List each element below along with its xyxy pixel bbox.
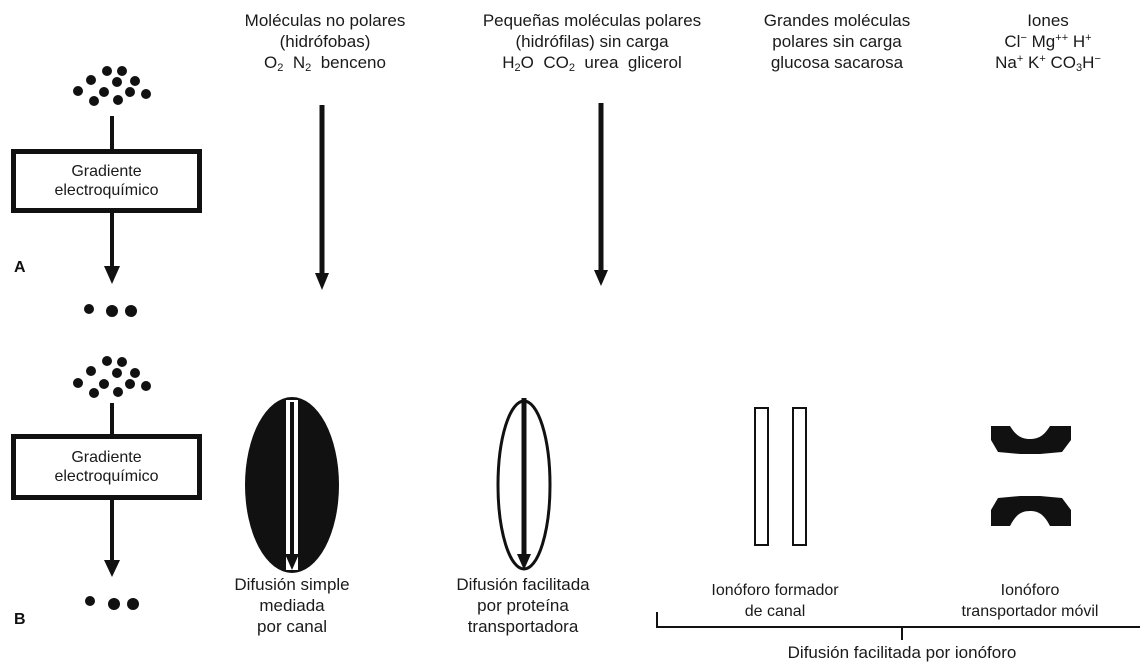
channel-ionophore-caption: Ionóforo formador de canal bbox=[711, 582, 839, 620]
channel-protein-shape bbox=[245, 397, 339, 573]
panel-a-molecule-cluster bbox=[73, 66, 151, 106]
large-polar-header-line1: Grandes moléculas bbox=[763, 11, 911, 30]
small-polar-header-line2: (hidrófilas) sin carga bbox=[515, 32, 669, 51]
ions-formula-row1: Cl− Mg++ H+ bbox=[1004, 32, 1092, 51]
ions-header-line1: Iones bbox=[1027, 11, 1069, 30]
ions-header: Iones Cl− Mg++ H+ Na+ K+ CO3H− bbox=[962, 10, 1134, 74]
large-polar-header-line2: polares sin carga bbox=[772, 32, 902, 51]
ionophore-bracket-label: Difusión facilitada por ionóforo bbox=[787, 643, 1017, 662]
gradient-box-label-line1: Gradiente bbox=[71, 163, 142, 180]
gradient-box-label-line1: Gradiente bbox=[71, 449, 142, 466]
panel-b-gradient-box: Gradiente electroquímico bbox=[11, 434, 202, 500]
panel-b-molecule-cluster bbox=[73, 356, 151, 398]
gradient-box-label-line2: electroquímico bbox=[54, 182, 159, 199]
panel-b-molecules-low bbox=[85, 596, 139, 610]
small-polar-header-line1: Pequeñas moléculas polares bbox=[482, 11, 702, 30]
small-polar-header: Pequeñas moléculas polares (hidrófilas) … bbox=[447, 10, 737, 74]
facilitated-protein-caption: Difusión facilitada por proteína transpo… bbox=[456, 575, 590, 636]
panel-a-gradient-box: Gradiente electroquímico bbox=[11, 149, 202, 213]
panel-label-b: B bbox=[14, 611, 26, 628]
mobile-ionophore-shape bbox=[991, 426, 1071, 526]
nonpolar-formula: O2 N2 benceno bbox=[264, 53, 386, 74]
simple-diffusion-caption: Difusión simple mediada por canal bbox=[234, 575, 350, 636]
ions-formula-row2: Na+ K+ CO3H− bbox=[995, 53, 1101, 74]
panel-a-gradient-arrowhead bbox=[104, 266, 120, 284]
nonpolar-header-line1: Moléculas no polares bbox=[244, 11, 406, 30]
panel-b-gradient-arrowhead bbox=[104, 560, 120, 577]
nonpolar-header: Moléculas no polares (hidrófobas) O2 N2 … bbox=[205, 10, 445, 74]
large-polar-header: Grandes moléculas polares sin carga gluc… bbox=[742, 10, 932, 73]
gradient-box-label-line2: electroquímico bbox=[54, 468, 159, 485]
panel-label-a: A bbox=[14, 259, 26, 276]
small-polar-permeation-arrowhead bbox=[594, 270, 608, 286]
panel-a-molecules-low bbox=[84, 304, 137, 317]
ionophore-bracket bbox=[656, 612, 1140, 640]
small-polar-formula: H2O CO2 urea glicerol bbox=[502, 53, 682, 74]
channel-ionophore-shape bbox=[754, 407, 807, 546]
mobile-ionophore-caption: Ionóforo transportador móvil bbox=[961, 582, 1099, 620]
large-polar-header-line3: glucosa sacarosa bbox=[770, 53, 904, 72]
transporter-protein-shape bbox=[496, 398, 552, 571]
nonpolar-header-line2: (hidrófobas) bbox=[279, 32, 371, 51]
nonpolar-permeation-arrowhead bbox=[315, 273, 329, 290]
